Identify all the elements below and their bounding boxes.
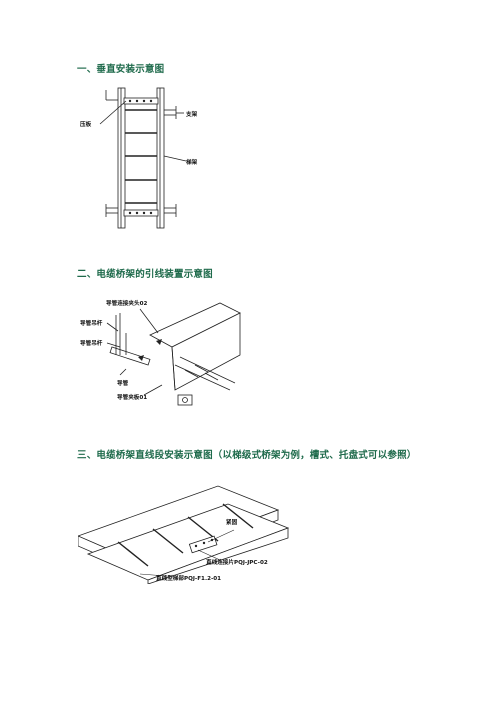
label-pressing-plate: 压板: [80, 120, 92, 128]
section-3-heading: 三、电缆桥架直线段安装示意图（以梯级式桥架为例，槽式、托盘式可以参照）: [77, 450, 417, 461]
section-1-heading: 一、垂直安装示意图: [77, 64, 165, 75]
label-conduit-coupling: 导管连接夹头02: [106, 299, 147, 307]
section-2-heading: 二、电缆桥架的引线装置示意图: [77, 269, 213, 280]
cable-lead-out-diagram: 导管连接夹头02 导管吊杆 导管吊杆 导管 导管夹板01: [80, 295, 255, 415]
label-conduit-hanger-1: 导管吊杆: [80, 319, 103, 327]
label-conduit-clamp: 导管夹板01: [117, 393, 147, 401]
vertical-installation-diagram: 压板 支架 梯架: [80, 86, 220, 234]
label-conduit-hanger-2: 导管吊杆: [80, 339, 103, 347]
label-conduit: 导管: [117, 379, 129, 387]
label-bracket: 支架: [185, 110, 198, 118]
straight-section-installation-diagram: 紧固 直线连接片PQJ-JPC-02 直线型梯部PQJ-F1.2-01: [78, 484, 290, 584]
label-fastener: 紧固: [226, 518, 238, 526]
label-straight-ladder: 直线型梯部PQJ-F1.2-01: [156, 574, 221, 582]
label-ladder-tray: 梯架: [186, 158, 198, 166]
label-straight-connector: 直线连接片PQJ-JPC-02: [206, 558, 268, 566]
